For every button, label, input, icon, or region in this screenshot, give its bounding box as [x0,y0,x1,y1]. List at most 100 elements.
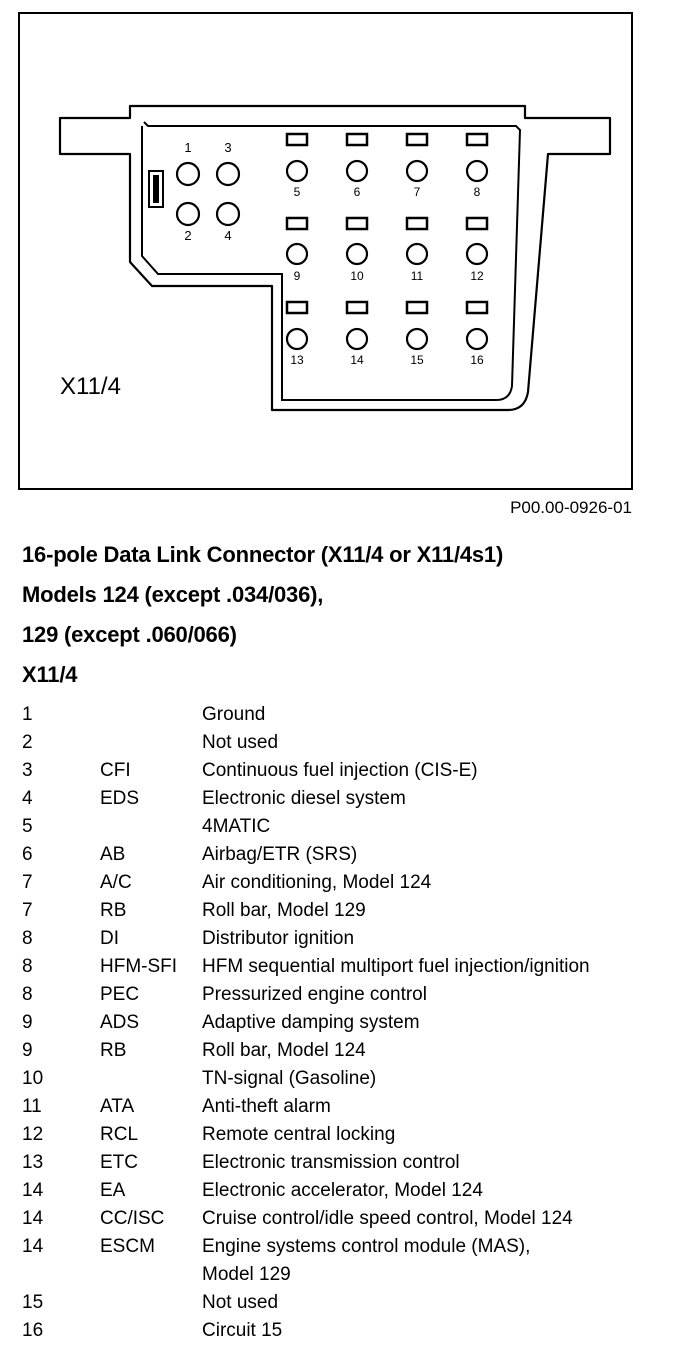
pin-description: Anti-theft alarm [202,1096,331,1117]
pin-code: AB [100,844,126,865]
pin-number: 1 [22,704,33,725]
pin-number: 9 [22,1012,33,1033]
table-row: 2 Not used [22,730,672,758]
heading-connector-title: 16-pole Data Link Connector (X11/4 or X1… [22,542,504,567]
table-row: 6 AB Airbag/ETR (SRS) [22,842,672,870]
pin-14-label: 14 [350,353,364,367]
pin-number: 15 [22,1292,44,1313]
pin-9-contact [285,216,309,231]
pin-number: 5 [22,816,33,837]
pin-3-socket [215,161,241,187]
pin-description: 4MATIC [202,816,271,837]
pin-1-label: 1 [184,140,191,155]
pin-description: Airbag/ETR (SRS) [202,844,358,865]
pin-8-label: 8 [474,185,481,199]
pin-10-label: 10 [350,269,364,283]
pin-15-label: 15 [410,353,424,367]
pin-description: Remote central locking [202,1124,396,1145]
figure-id: P00.00-0926-01 [510,498,632,517]
connector-label: X11/4 [60,373,121,400]
pin-14-contact [345,300,369,315]
pin-10-socket [345,242,369,266]
pin-description: TN-signal (Gasoline) [202,1068,377,1089]
pin-14-socket [345,327,369,351]
pin-code: HFM-SFI [100,956,178,977]
pin-13-contact [285,300,309,315]
pin-13-label: 13 [290,353,304,367]
pin-16-contact [465,300,489,315]
pin-8-socket [465,159,489,183]
pin-description: Air conditioning, Model 124 [202,872,432,893]
pin-8-contact [465,132,489,147]
pin-code: ETC [100,1152,138,1173]
pin-9-label: 9 [294,269,301,283]
pin-number: 14 [22,1180,44,1201]
pin-code: ESCM [100,1236,155,1257]
pin-description-cont: Model 129 [202,1264,291,1285]
pin-6-socket [345,159,369,183]
pin-4-label: 4 [224,228,231,243]
pin-12-label: 12 [470,269,484,283]
pin-description: Continuous fuel injection (CIS-E) [202,760,478,781]
pin-description: Electronic diesel system [202,788,406,809]
pin-5-label: 5 [294,185,301,199]
pin-description: Distributor ignition [202,928,355,949]
pin-description: Roll bar, Model 129 [202,900,366,921]
pin-code: CC/ISC [100,1208,165,1229]
pin-16-socket [465,327,489,351]
connector-inner-outline [141,121,522,401]
pin-number: 14 [22,1236,44,1257]
pin-number: 10 [22,1068,44,1089]
pin-code: ATA [100,1096,135,1117]
connector-key-slot-fill [153,175,159,203]
pin-7-socket [405,159,429,183]
pin-number: 2 [22,732,33,753]
pin-description: Pressurized engine control [202,984,427,1005]
pin-7-label: 7 [414,185,421,199]
pin-10-contact [345,216,369,231]
pin-15-contact [405,300,429,315]
pin-12-socket [465,242,489,266]
heading-models-line2: 129 (except .060/066) [22,622,237,647]
pin-number: 7 [22,872,33,893]
pin-2-socket [175,201,201,227]
pin-13-socket [285,327,309,351]
pin-number: 8 [22,984,33,1005]
pin-description: Cruise control/idle speed control, Model… [202,1208,573,1229]
pin-code: EA [100,1180,126,1201]
pin-description: Not used [202,732,279,753]
pin-description: Adaptive damping system [202,1012,420,1033]
pin-3-label: 3 [224,140,231,155]
pin-number: 13 [22,1152,44,1173]
pin-4-socket [215,201,241,227]
table-row: 8 PEC Pressurized engine control [22,982,672,1010]
table-row: 8 HFM-SFI HFM sequential multiport fuel in… [22,954,672,982]
pin-number: 9 [22,1040,33,1061]
heading-models-line1: Models 124 (except .034/036), [22,582,324,607]
pin-code: PEC [100,984,140,1005]
pin-code: ADS [100,1012,140,1033]
pin-number: 8 [22,928,33,949]
pin-code: CFI [100,760,131,781]
pin-number: 16 [22,1320,44,1341]
pin-number: 8 [22,956,33,977]
pin-12-contact [465,216,489,231]
pin-code: EDS [100,788,140,809]
pin-description: Engine systems control module (MAS), [202,1236,531,1257]
pin-5-socket [285,159,309,183]
pin-number: 7 [22,900,33,921]
pin-description: HFM sequential multiport fuel injection/… [202,956,590,977]
pin-6-label: 6 [354,185,361,199]
pin-number: 6 [22,844,33,865]
pin-5-contact [285,132,309,147]
